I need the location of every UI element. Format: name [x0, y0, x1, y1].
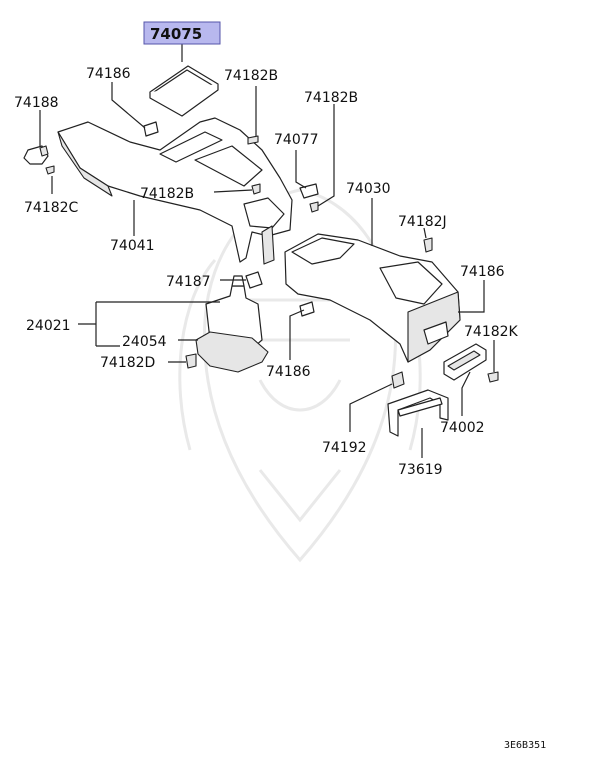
- part-24021-shift-boot[interactable]: [195, 275, 269, 373]
- label-74192[interactable]: 74192: [322, 440, 367, 456]
- highlight-box: [143, 21, 221, 45]
- label-74030[interactable]: 74030: [346, 181, 391, 197]
- part-74030-rear-console[interactable]: [284, 233, 461, 363]
- label-73619[interactable]: 73619: [398, 462, 443, 478]
- part-73619-bracket[interactable]: [387, 389, 449, 437]
- label-74075[interactable]: 74075: [150, 25, 202, 43]
- label-74182c[interactable]: 74182C: [24, 200, 79, 216]
- label-74188[interactable]: 74188: [14, 95, 59, 111]
- label-74182j[interactable]: 74182J: [398, 214, 447, 230]
- label-74186-bottom[interactable]: 74186: [266, 364, 311, 380]
- label-74182b-top[interactable]: 74182B: [224, 68, 278, 84]
- part-74002-tray[interactable]: [443, 343, 487, 381]
- label-74182b-mid[interactable]: 74182B: [140, 186, 194, 202]
- label-74182d[interactable]: 74182D: [100, 355, 155, 371]
- label-74002[interactable]: 74002: [440, 420, 485, 436]
- label-74041[interactable]: 74041: [110, 238, 155, 254]
- label-74187[interactable]: 74187: [166, 274, 211, 290]
- label-74186-right[interactable]: 74186: [460, 264, 505, 280]
- part-74075-lid[interactable]: [149, 65, 219, 117]
- label-74077[interactable]: 74077: [274, 132, 319, 148]
- label-74182b-right[interactable]: 74182B: [304, 90, 358, 106]
- diagram-code: 3E6B351: [504, 740, 546, 751]
- label-74186-top[interactable]: 74186: [86, 66, 131, 82]
- fasteners: [23, 121, 499, 389]
- part-74041-front-console[interactable]: [57, 117, 293, 265]
- label-24021[interactable]: 24021: [26, 318, 71, 334]
- leader-lines: [39, 44, 495, 458]
- label-74182k[interactable]: 74182K: [464, 324, 519, 340]
- label-24054[interactable]: 24054: [122, 334, 167, 350]
